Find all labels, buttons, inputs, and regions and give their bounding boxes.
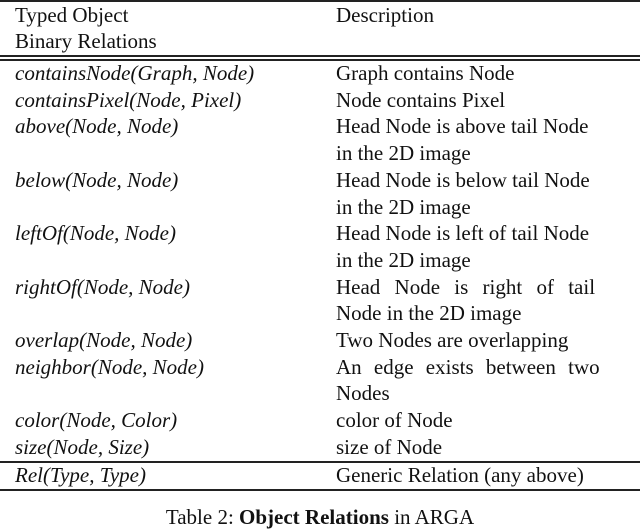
table-caption: Table 2: Object Relations in ARGA <box>0 504 640 530</box>
description-neighbor-line1: An edge exists between two <box>336 354 600 379</box>
description-rightof-line2: Node in the 2D image <box>336 301 522 326</box>
description-containsnode: Graph contains Node <box>336 61 515 85</box>
description-above-line2: in the 2D image <box>336 141 471 166</box>
description-color: color of Node <box>336 408 453 433</box>
description-leftof-line2: in the 2D image <box>336 247 471 272</box>
top-rule <box>0 0 640 2</box>
relation-color: color(Node, Color) <box>15 408 178 433</box>
footer-rule-top <box>0 461 640 463</box>
description-below-line2: in the 2D image <box>336 194 471 219</box>
relation-neighbor: neighbor(Node, Node) <box>15 354 204 379</box>
description-neighbor-line2: Nodes <box>336 381 390 406</box>
caption-bold: Object Relations <box>239 505 389 529</box>
description-containspixel: Node contains Pixel <box>336 87 506 112</box>
bottom-rule <box>0 489 640 491</box>
relation-size: size(Node, Size) <box>15 434 150 459</box>
relation-leftof: leftOf(Node, Node) <box>15 221 176 246</box>
relation-containsnode: containsNode(Graph, Node) <box>15 61 255 85</box>
relation-below: below(Node, Node) <box>15 167 179 192</box>
description-below-line1: Head Node is below tail Node <box>336 167 590 192</box>
header-col1-line2: Binary Relations <box>15 29 157 53</box>
description-size: size of Node <box>336 434 443 459</box>
header-col2: Description <box>336 3 434 27</box>
relation-rightof: rightOf(Node, Node) <box>15 274 190 299</box>
caption-rest: in ARGA <box>394 505 475 529</box>
description-above-line1: Head Node is above tail Node <box>336 114 589 139</box>
description-overlap: Two Nodes are overlapping <box>336 328 569 352</box>
relation-containspixel: containsPixel(Node, Pixel) <box>15 87 242 112</box>
relation-generic: Rel(Type, Type) <box>15 463 146 487</box>
caption-label: Table 2: <box>165 505 234 529</box>
description-generic: Generic Relation (any above) <box>336 463 584 487</box>
relation-above: above(Node, Node) <box>15 114 179 139</box>
header-rule-2 <box>0 59 640 61</box>
description-leftof-line1: Head Node is left of tail Node <box>336 221 590 246</box>
header-rule-1 <box>0 55 640 57</box>
relation-overlap: overlap(Node, Node) <box>15 328 193 352</box>
header-col1-line1: Typed Object <box>15 3 129 27</box>
description-rightof-line1: Head Node is right of tail <box>336 274 596 299</box>
